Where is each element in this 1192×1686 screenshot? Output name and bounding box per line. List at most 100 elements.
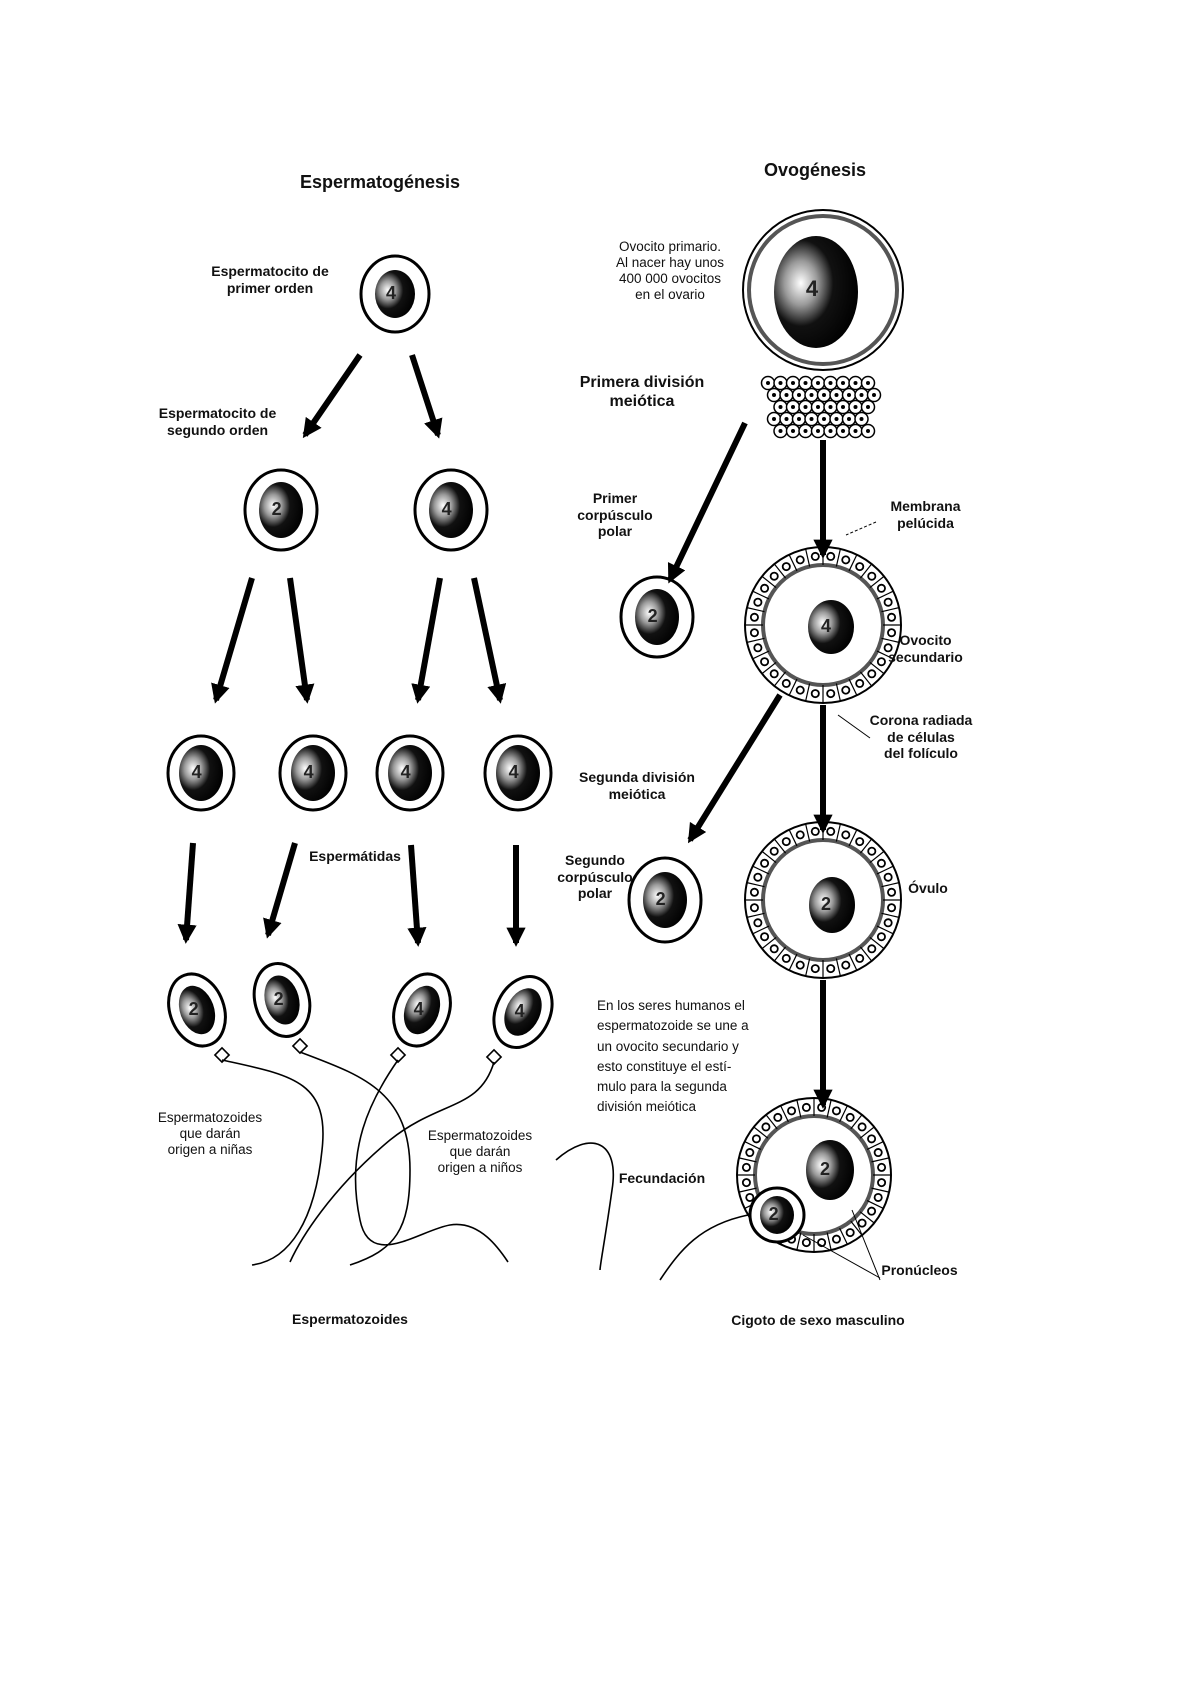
follicle-cell-nucleus: [826, 964, 836, 974]
follicle-cell-nucleus: [826, 826, 836, 836]
secondary-spermatocyte-label: Espermatocito de segundo orden: [158, 405, 277, 438]
zona-pellucida-label: Membrana pelúcida: [890, 498, 961, 531]
follicle-cell-nucleus: [753, 597, 763, 607]
arrow-primary-to-secondary-left: [302, 353, 363, 439]
sperm-tail-1: [221, 1059, 324, 1266]
spermatozoon-1: [167, 972, 227, 1048]
second-polar-body: [627, 856, 703, 944]
spermatozoa-label: Espermatozoides: [292, 1311, 408, 1327]
nucleus: [178, 985, 216, 1035]
follicle-cell-nucleus: [781, 678, 791, 688]
chromosome-number-label: 2: [821, 894, 831, 914]
follicle-cell-nucleus: [810, 551, 820, 561]
follicle-cell-divider: [796, 1232, 802, 1251]
chromosome-number-label: 4: [304, 762, 314, 782]
spermatid-2: [278, 734, 348, 812]
granulosa-nucleus: [809, 393, 814, 397]
chromosome-number-label: 4: [414, 999, 424, 1019]
follicle-cell-divider: [850, 1220, 863, 1236]
boys-sperm-label: Espermatozoides que darán origen a niños: [427, 1128, 533, 1175]
follicle-cell-nucleus: [769, 669, 779, 679]
granulosa-nucleus: [778, 381, 783, 385]
follicle-cell-nucleus: [761, 1122, 771, 1132]
secondary-spermatocyte-left: [243, 468, 319, 552]
follicle-cell-divider: [881, 912, 900, 918]
membrane-leader: [845, 521, 877, 536]
follicle-cell-nucleus: [873, 1192, 883, 1202]
chromosome-number-label: 4: [192, 762, 202, 782]
arrow-to-sperm-3: [407, 844, 427, 947]
first-meiotic-division-label: Primera división meiótica: [579, 374, 705, 410]
chromosome-number-label: 4: [821, 616, 831, 636]
male-pronucleus: [748, 1186, 806, 1244]
follicle-cell-divider: [805, 683, 811, 702]
follicle-cell-divider: [876, 925, 894, 935]
follicle-cell-divider: [761, 850, 777, 864]
follicle-cell-nucleus: [749, 887, 759, 897]
follicle-cell-nucleus: [753, 872, 763, 882]
granulosa-nucleus: [841, 381, 845, 385]
granulosa-nucleus: [866, 429, 870, 433]
fertilization-label: Fecundación: [618, 1170, 706, 1186]
follicle-cell-nucleus: [795, 555, 805, 565]
follicle-cell-nucleus: [801, 1102, 811, 1112]
chromosome-number-label: 4: [442, 499, 452, 519]
female-pronucleus: [806, 1140, 854, 1200]
follicle-cell-nucleus: [841, 685, 851, 695]
follicle-cell-divider: [752, 925, 770, 935]
follicle-cell-nucleus: [745, 1148, 755, 1158]
follicle-cell-nucleus: [753, 643, 763, 653]
follicle-cell-nucleus: [857, 1122, 867, 1132]
follicle-cell-divider: [752, 590, 770, 600]
granulosa-nucleus: [791, 429, 795, 433]
follicle-cell-nucleus: [745, 1192, 755, 1202]
follicle-cell-divider: [848, 678, 858, 696]
follicle-cell-nucleus: [769, 571, 779, 581]
follicle-cell-nucleus: [769, 846, 779, 856]
sperm-tail-3: [354, 1059, 509, 1263]
follicle-cell-nucleus: [876, 858, 886, 868]
primary-oocyte: [742, 209, 904, 371]
follicle-cell-nucleus: [867, 944, 877, 954]
secondary-oocyte-label: Ovocito secundario: [888, 632, 963, 665]
ovum-label: Óvulo: [908, 880, 948, 896]
follicle-cell-nucleus: [810, 689, 820, 699]
follicle-cell-nucleus: [831, 1234, 841, 1244]
follicle-cell-nucleus: [867, 669, 877, 679]
granulosa-nucleus: [853, 381, 858, 385]
follicle-cell-nucleus: [877, 1162, 887, 1172]
granulosa-nucleus: [797, 417, 801, 421]
chromosome-number-label: 2: [274, 989, 284, 1009]
follicle-cell-nucleus: [877, 1178, 887, 1188]
follicle-cell-nucleus: [749, 612, 759, 622]
follicle-cell-divider: [839, 1105, 848, 1123]
follicle-cell-divider: [738, 1157, 757, 1163]
follicle-cell-nucleus: [810, 826, 820, 836]
follicle-cell-nucleus: [810, 964, 820, 974]
follicle-cell-nucleus: [887, 887, 897, 897]
follicle-cell-nucleus: [773, 1112, 783, 1122]
chromosome-number-label: 4: [509, 762, 519, 782]
follicle-cell-divider: [780, 1105, 789, 1123]
zygote-label: Cigoto de sexo masculino: [731, 1312, 905, 1328]
follicle-cell-divider: [839, 1227, 848, 1245]
arrow-to-second-polar-body: [687, 693, 783, 844]
follicle-cell-nucleus: [749, 628, 759, 638]
arrow-to-first-polar-body: [667, 421, 748, 584]
chromosome-number-label: 2: [272, 499, 282, 519]
granulosa-nucleus: [772, 393, 776, 397]
nucleus: [429, 482, 473, 538]
spermatids-label: Espermátidas: [309, 848, 401, 864]
follicle-cell-nucleus: [749, 903, 759, 913]
follicle-cell-divider: [773, 563, 787, 579]
spermatid-3: [375, 734, 445, 812]
follicle-cell-divider: [805, 823, 811, 842]
sperm-tail-5: [555, 1142, 615, 1271]
granulosa-nucleus: [766, 381, 770, 385]
arrow-to-sperm-2: [263, 842, 298, 939]
follicle-cell-divider: [881, 637, 900, 643]
follicle-cell-divider: [876, 590, 894, 600]
granulosa-nucleus: [816, 429, 820, 433]
granulosa-nucleus: [816, 405, 820, 409]
chromosome-number-label: 4: [401, 762, 411, 782]
